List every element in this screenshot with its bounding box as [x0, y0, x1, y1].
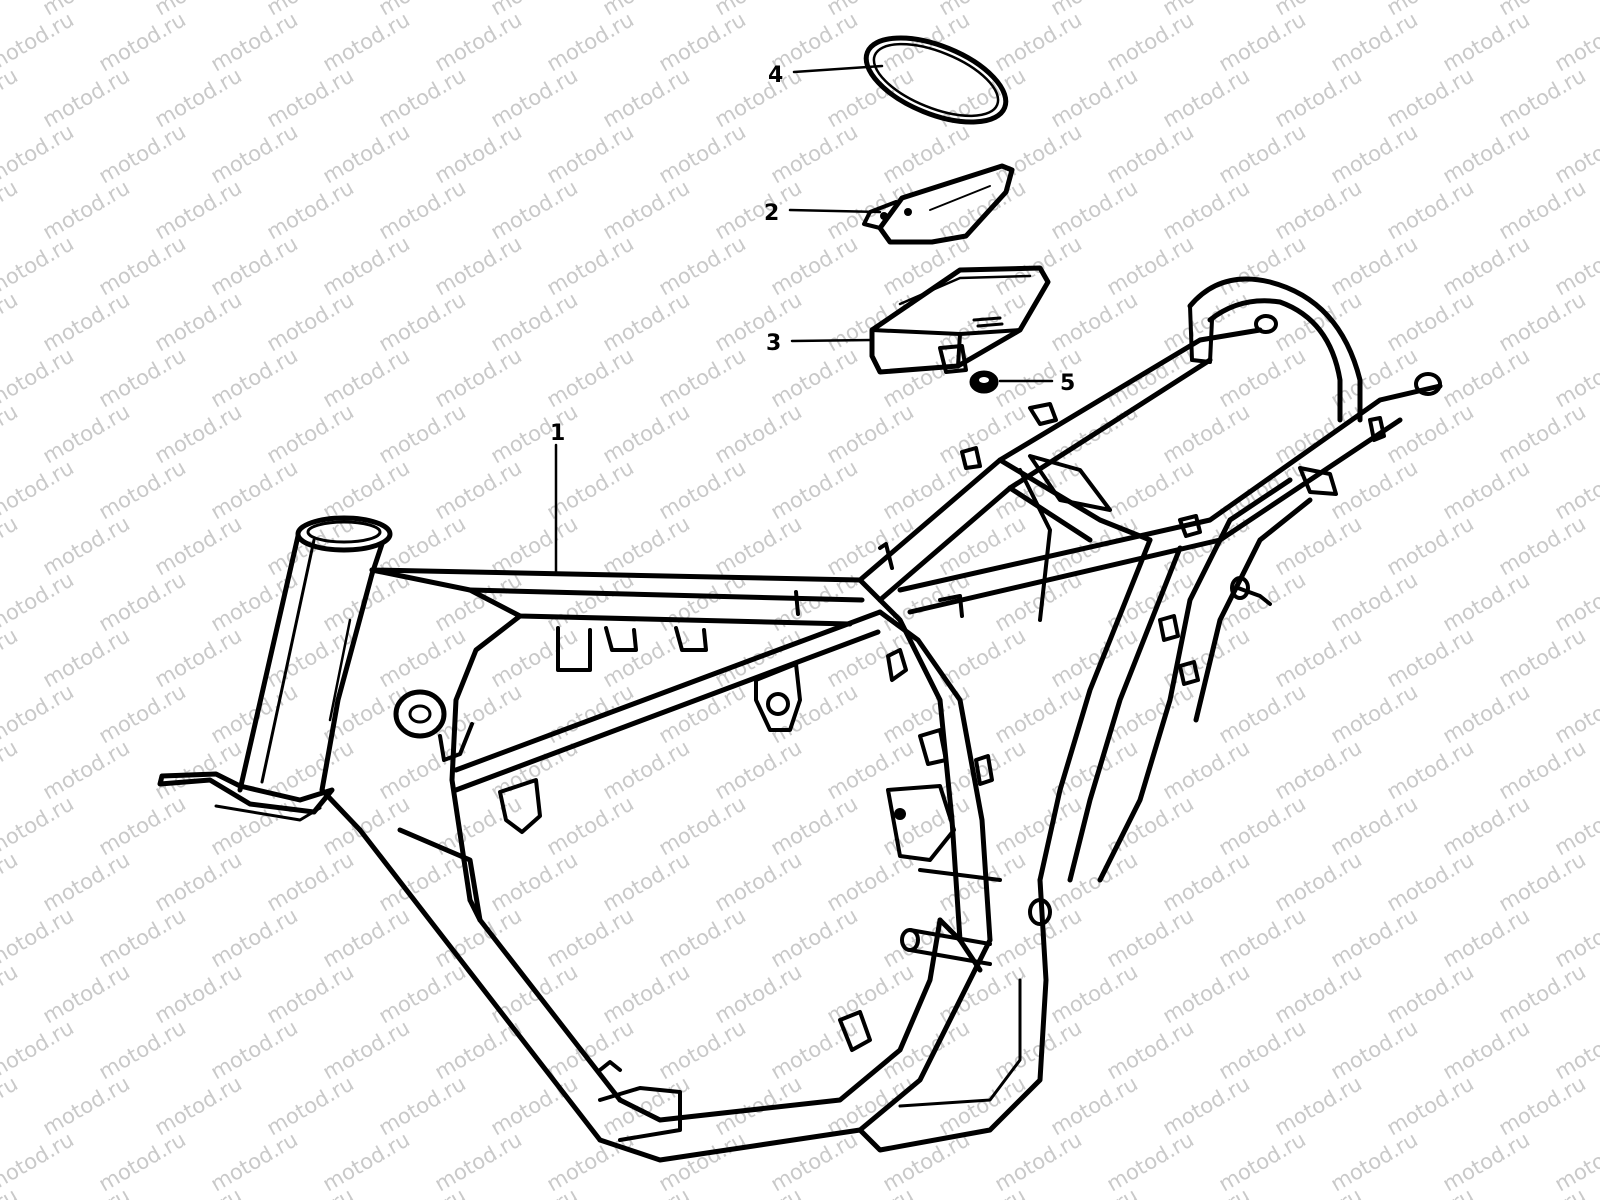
bracket-part	[862, 163, 1015, 245]
tray-part	[869, 265, 1051, 375]
callout-2: 2	[764, 201, 779, 226]
cushion-part	[969, 370, 999, 394]
ring-part	[863, 35, 1009, 125]
frame-part	[157, 276, 1443, 1163]
callout-5: 5	[1060, 371, 1075, 396]
leader-lines	[554, 64, 1054, 574]
callout-1: 1	[550, 421, 565, 446]
callout-4: 4	[768, 63, 783, 88]
callout-3: 3	[766, 331, 781, 356]
